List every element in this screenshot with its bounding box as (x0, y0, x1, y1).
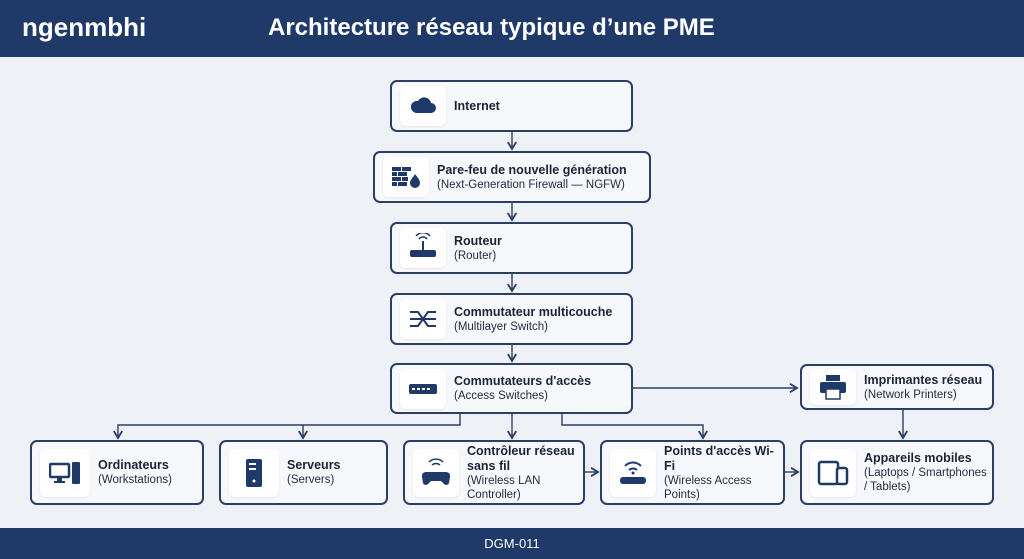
arrow-access-workstations (113, 414, 461, 440)
node-title: Contrôleur réseau sans fil (467, 443, 575, 473)
node-title: Routeur (454, 233, 502, 248)
node-workstations[interactable]: Ordinateurs (Workstations) (30, 440, 204, 505)
brand-logo: ngenmbhi (22, 12, 147, 42)
cloud-icon (400, 86, 446, 126)
node-title: Commutateur multicouche (454, 304, 613, 319)
node-subtitle: (Wireless Access Points) (664, 474, 752, 501)
arrow-access-wifi (561, 414, 708, 440)
node-subtitle: (Router) (454, 249, 497, 262)
node-title: Commutateurs d'accès (454, 374, 592, 388)
node-subtitle: (Laptops / Smartphones / Tablets) (864, 467, 987, 493)
diagram-code: DGM-011 (484, 536, 540, 551)
wireless-controller-icon (413, 448, 459, 497)
node-title: Points d'accès Wi-Fi (664, 443, 774, 473)
node-title: Internet (454, 98, 500, 113)
printer-icon (810, 369, 856, 405)
firewall-icon (383, 157, 429, 197)
node-wifi-ap[interactable]: Points d'accès Wi-Fi(Wireless Access Poi… (600, 440, 785, 505)
wifi-access-point-icon (610, 448, 656, 497)
node-printers[interactable]: Imprimantes réseau(Network Printers) (800, 364, 994, 410)
node-subtitle: (Wireless LAN Controller) (467, 474, 541, 501)
node-mobiles[interactable]: Appareils mobiles (Laptops / Smartphones … (800, 440, 994, 505)
node-firewall[interactable]: Pare-feu de nouvelle génération(Next-Gen… (373, 151, 651, 203)
node-subtitle: (Multilayer Switch) (454, 320, 548, 333)
switch-arrows-icon (400, 299, 446, 339)
node-subtitle: (Access Switches) (454, 390, 548, 402)
switch-icon (400, 368, 446, 409)
header-bar: ngenmbhi Architecture réseau typique d’u… (0, 0, 1024, 57)
node-title: Imprimantes réseau (864, 372, 983, 387)
node-internet[interactable]: Internet (390, 80, 633, 132)
node-subtitle: (Next-Generation Firewall — NGFW) (437, 178, 625, 191)
node-servers[interactable]: Serveurs (Servers) (219, 440, 388, 505)
node-core-switch[interactable]: Commutateur multicouche(Multilayer Switc… (390, 293, 633, 345)
node-title: Appareils mobiles (864, 451, 972, 465)
router-icon (400, 228, 446, 268)
mobile-devices-icon (810, 448, 856, 497)
node-subtitle: (Workstations) (98, 474, 172, 486)
node-wlc[interactable]: Contrôleur réseau sans fil(Wireless LAN … (403, 440, 585, 505)
desktop-icon (40, 448, 90, 497)
page-title: Architecture réseau typique d’une PME (268, 14, 715, 41)
node-subtitle: (Servers) (287, 474, 335, 486)
footer-bar: DGM-011 (0, 528, 1024, 559)
node-title: Pare-feu de nouvelle génération (437, 162, 627, 177)
node-router[interactable]: Routeur(Router) (390, 222, 633, 274)
node-title: Ordinateurs (98, 458, 169, 472)
node-access-switches[interactable]: Commutateurs d'accès (Access Switches) (390, 363, 633, 414)
node-title: Serveurs (287, 458, 341, 472)
node-subtitle: (Network Printers) (864, 388, 957, 401)
server-icon (229, 448, 279, 497)
